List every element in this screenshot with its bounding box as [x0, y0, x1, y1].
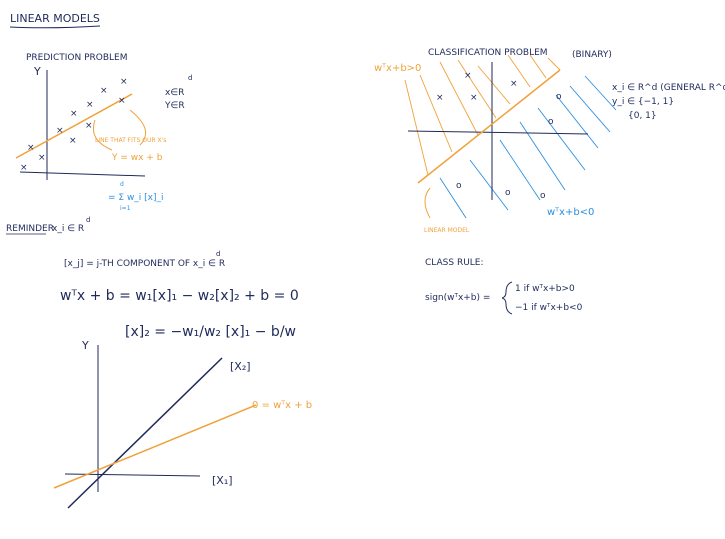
plot2-line-dark: [67, 357, 223, 509]
classification-x-axis: [407, 130, 589, 135]
classification-y-alt: {0, 1}: [628, 111, 657, 121]
classification-heading: CLASSIFICATION PROBLEM: [428, 48, 548, 58]
negative-point: o: [548, 117, 554, 127]
reminder-x-domain: x_i ∈ R: [52, 224, 84, 234]
prediction-heading: PREDICTION PROBLEM: [26, 53, 127, 63]
data-point: ×: [85, 121, 93, 131]
model-equation: Y = wx + b: [111, 153, 163, 163]
title-underline: [9, 25, 101, 29]
prediction-points: × × × × × × × × × × ×: [20, 77, 128, 173]
negative-point: o: [540, 191, 546, 201]
positive-point: ×: [470, 93, 478, 103]
class-positive-points: × × × ×: [436, 71, 518, 103]
prediction-y-axis-label: Y: [33, 65, 41, 78]
y-domain: Y∈R: [164, 101, 185, 111]
solved-equation: [x]₂ = −w₁/w₂ [x]₁ − b/w: [125, 324, 296, 340]
data-point: ×: [38, 153, 46, 163]
negative-point: o: [556, 92, 562, 102]
prediction-x-axis: [19, 171, 146, 177]
plot2-x1-label: [X₁]: [212, 474, 233, 487]
data-point: ×: [118, 96, 126, 106]
data-point: ×: [20, 163, 28, 173]
expansion-sub: i=1: [120, 205, 131, 212]
reminder-label: REMINDER: [6, 224, 54, 234]
component-definition-sup: d: [216, 250, 220, 258]
classification-x-spec: x_i ∈ R^d (GENERAL R^d): [612, 83, 725, 93]
hyperplane-equation: wᵀx + b = w₁[x]₁ − w₂[x]₂ + b = 0: [60, 288, 299, 304]
negative-region-hatching: [439, 75, 617, 219]
data-point: ×: [70, 109, 78, 119]
positive-region-label: wᵀx+b>0: [374, 63, 421, 74]
positive-point: ×: [436, 93, 444, 103]
data-point: ×: [69, 136, 77, 146]
page-title: LINEAR MODELS: [10, 12, 100, 25]
positive-region-hatching: [404, 54, 561, 176]
linear-model-label: LINEAR MODEL: [424, 227, 470, 234]
plot2-line-label: 0 = wᵀx + b: [252, 400, 312, 411]
negative-point: o: [505, 188, 511, 198]
x-domain: x∈R: [165, 88, 184, 98]
fit-note: LINE THAT FITS OUR X's: [95, 137, 166, 144]
prediction-fit-line: [15, 93, 133, 159]
plot2-line-orange: [53, 404, 257, 489]
expansion-sup: d: [120, 181, 124, 188]
data-point: ×: [27, 143, 35, 153]
class-rule-lhs: sign(wᵀx+b) =: [425, 293, 490, 303]
data-point: ×: [120, 77, 128, 87]
data-point: ×: [56, 126, 64, 136]
negative-point: o: [456, 181, 462, 191]
model-expansion: = Σ w_i [x]_i: [108, 193, 164, 203]
reminder-x-domain-sup: d: [86, 216, 90, 224]
plot2-y-label: Y: [81, 339, 89, 352]
negative-region-label: wᵀx+b<0: [547, 207, 594, 218]
class-rule-brace: [501, 281, 513, 315]
component-definition: [x_j] = j-TH COMPONENT OF x_i ∈ R: [64, 259, 225, 269]
classification-binary: (BINARY): [572, 50, 612, 60]
decision-boundary: [417, 69, 561, 184]
class-rule-case-2: −1 if wᵀx+b<0: [515, 303, 583, 313]
plot2-x2-label: [X₂]: [230, 360, 251, 373]
class-rule-case-1: 1 if wᵀx+b>0: [515, 284, 575, 294]
fit-note-arrow: [92, 119, 113, 151]
model-arrow: [129, 109, 147, 146]
class-negative-points: o o o o o: [456, 92, 562, 201]
positive-point: ×: [464, 71, 472, 81]
linear-model-arrow: [424, 187, 431, 219]
data-point: ×: [100, 86, 108, 96]
data-point: ×: [86, 100, 94, 110]
class-rule-heading: CLASS RULE:: [425, 258, 484, 268]
x-domain-sup: d: [188, 74, 192, 82]
positive-point: ×: [510, 79, 518, 89]
classification-y-spec: y_i ∈ {−1, 1}: [612, 97, 674, 107]
